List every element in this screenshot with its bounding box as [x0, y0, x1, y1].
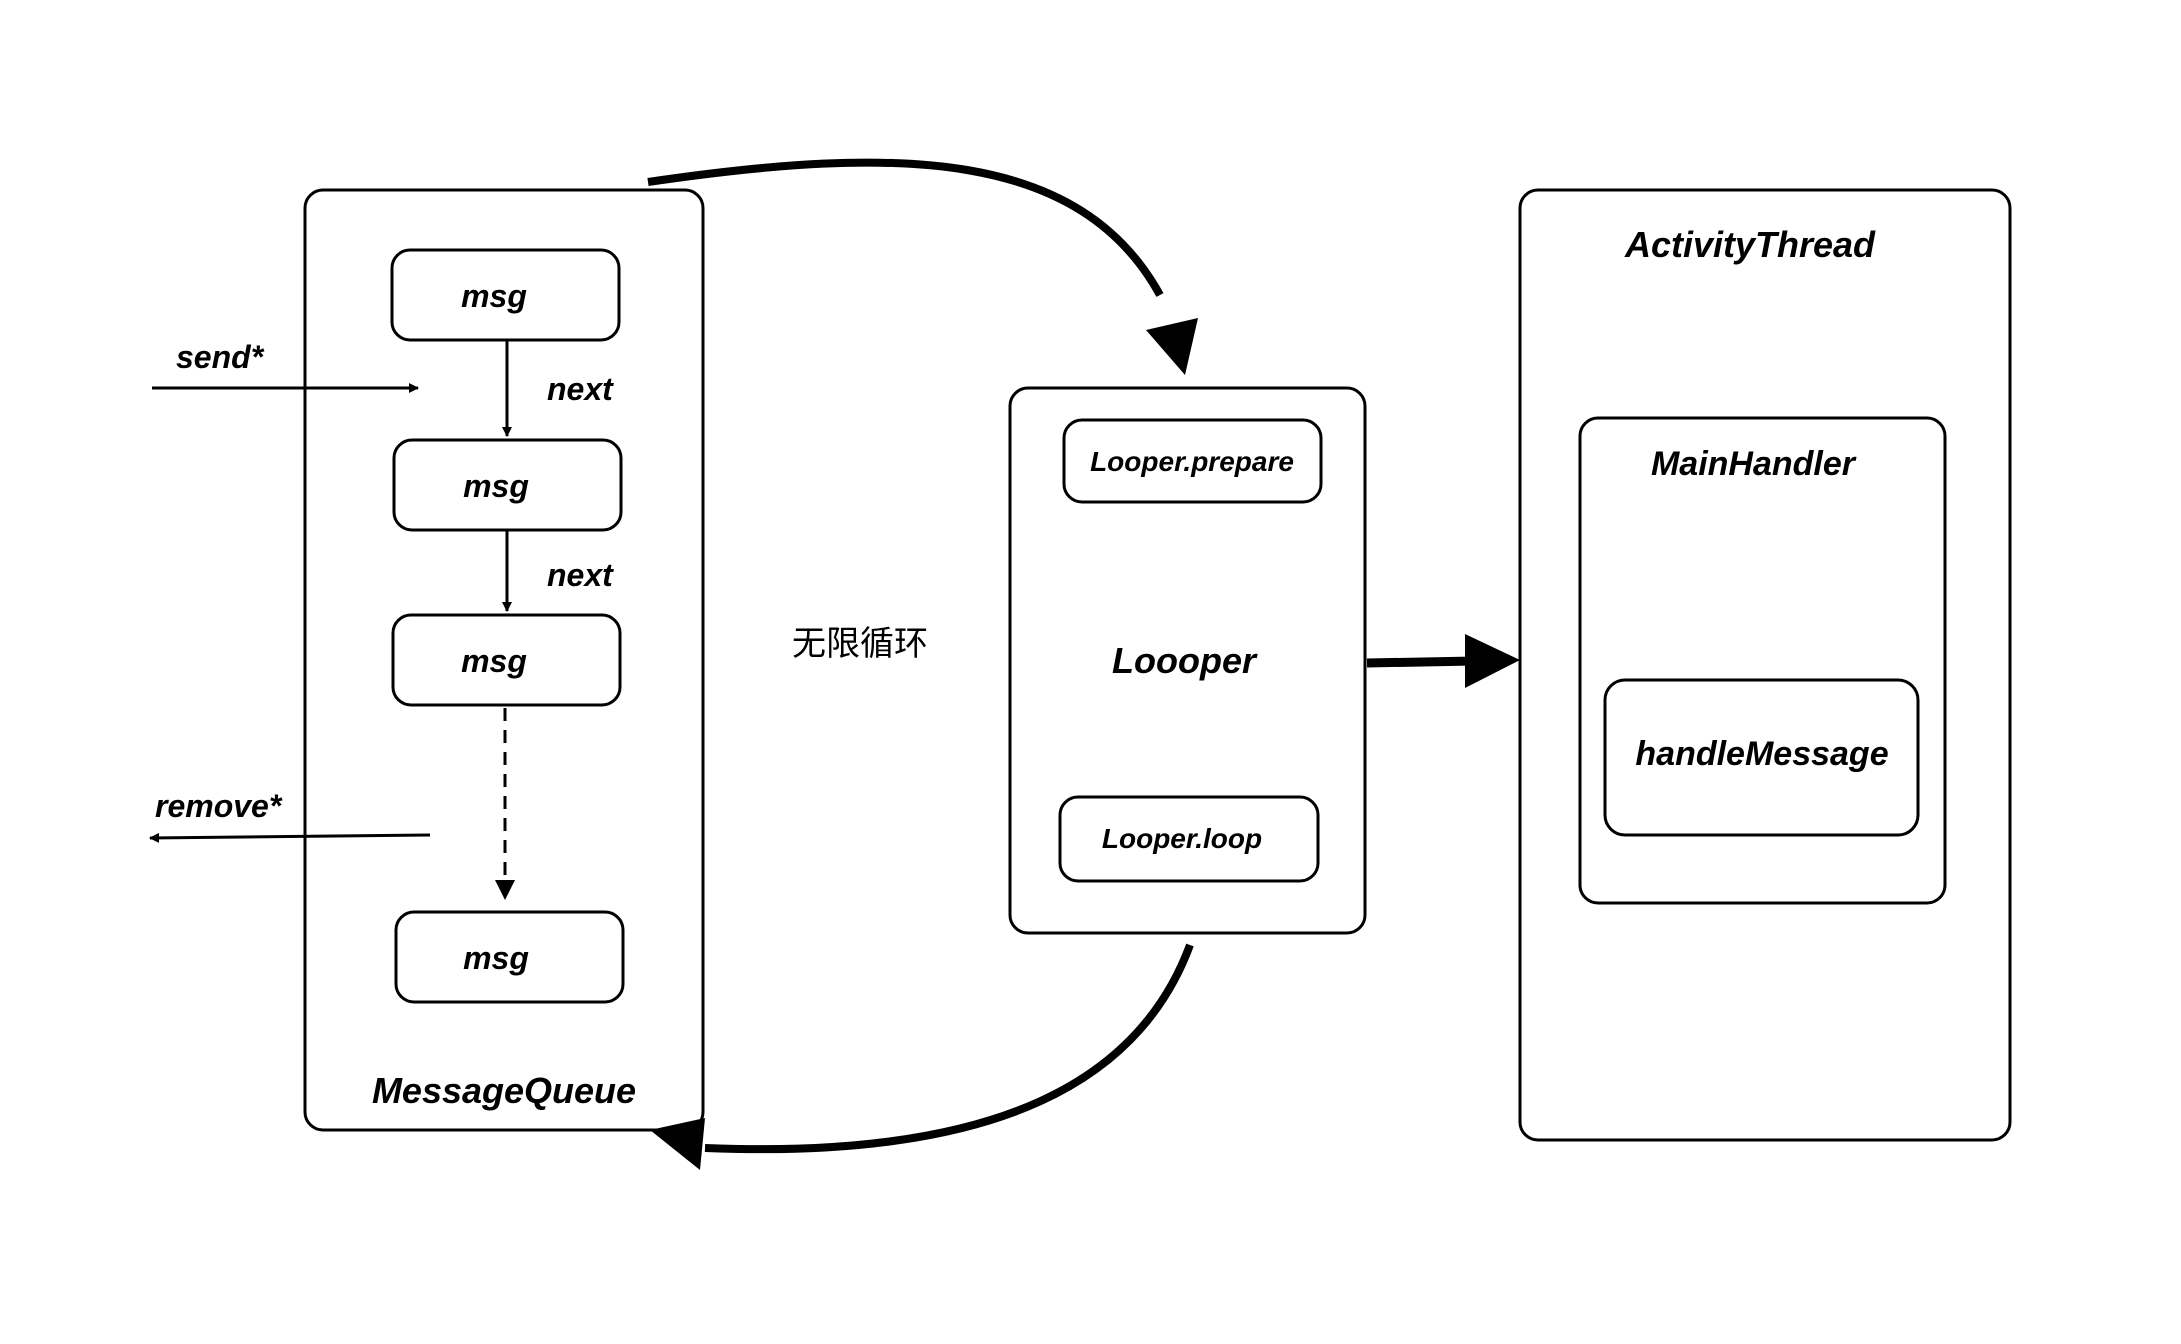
message-node-4: msg — [394, 910, 625, 1004]
message-label-3: msg — [461, 643, 527, 679]
loop-arrow-to-queue — [650, 943, 1194, 1170]
message-label-1: msg — [461, 278, 527, 314]
message-label-4: msg — [463, 940, 529, 976]
next-arrow-2: next — [502, 530, 614, 612]
handle-message-label: handleMessage — [1635, 735, 1888, 773]
looper-prepare-label: Looper.prepare — [1090, 446, 1294, 477]
message-node-3: msg — [391, 613, 622, 707]
infinite-loop-label: 无限循环 — [792, 624, 928, 664]
send-arrow: send* — [152, 339, 419, 393]
looper-loop-label: Looper.loop — [1102, 823, 1262, 854]
looper-title: Loooper — [1112, 640, 1258, 681]
loop-arrow-to-looper — [647, 158, 1198, 375]
message-label-2: msg — [463, 468, 529, 504]
message-queue-title: MessageQueue — [372, 1070, 636, 1111]
remove-arrow: remove* — [149, 788, 431, 843]
looper-to-activity-thread-arrow — [1366, 634, 1520, 688]
looper-prepare-node: Looper.prepare — [1062, 418, 1323, 504]
message-node-1: msg — [390, 248, 621, 342]
dashed-continuation-arrow — [495, 708, 515, 900]
next-arrow-1: next — [502, 340, 614, 437]
message-node-2: msg — [392, 438, 623, 532]
activity-thread-title: ActivityThread — [1624, 224, 1876, 265]
looper-loop-node: Looper.loop — [1058, 795, 1320, 883]
next-label-2: next — [547, 557, 614, 593]
send-label: send* — [176, 339, 265, 375]
main-handler-title: MainHandler — [1651, 445, 1857, 483]
handle-message-node: handleMessage — [1603, 678, 1920, 837]
next-label-1: next — [547, 371, 614, 407]
remove-label: remove* — [155, 788, 283, 824]
